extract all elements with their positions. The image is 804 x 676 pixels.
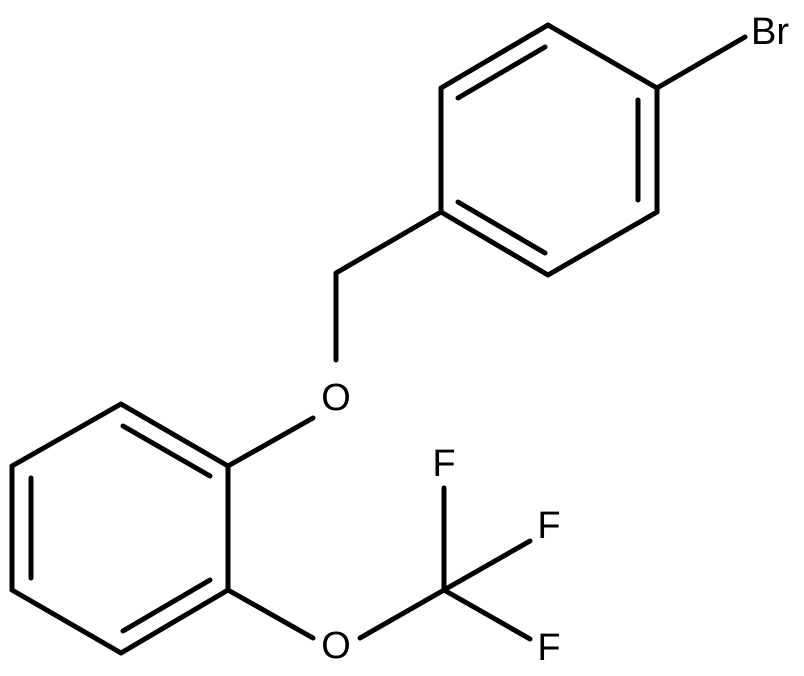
- bond-inner: [455, 44, 548, 101]
- atom-labels: Br O O F F F: [321, 11, 789, 669]
- bromine-label: Br: [751, 11, 789, 53]
- bond: [441, 538, 533, 593]
- bond: [357, 587, 447, 641]
- bond-inner: [455, 199, 548, 256]
- bond: [545, 209, 660, 278]
- fluorine-right-label: F: [537, 505, 560, 547]
- bond: [225, 587, 316, 641]
- bond: [118, 587, 231, 656]
- bond: [9, 401, 124, 469]
- bond-inner: [120, 423, 213, 479]
- bond: [438, 22, 551, 91]
- bond: [438, 209, 551, 278]
- bond: [654, 34, 748, 91]
- bond: [441, 587, 533, 642]
- ether-oxygen-label: O: [321, 377, 351, 419]
- bonds: [9, 22, 748, 656]
- bond: [118, 401, 231, 469]
- bond: [545, 22, 660, 91]
- fluorine-bottom-label: F: [537, 627, 560, 669]
- bond-inner: [120, 577, 213, 634]
- bond: [9, 587, 124, 656]
- trifluoromethoxy-oxygen-label: O: [321, 625, 351, 667]
- bond: [333, 209, 444, 276]
- fluorine-top-label: F: [432, 443, 455, 485]
- bond: [225, 415, 316, 469]
